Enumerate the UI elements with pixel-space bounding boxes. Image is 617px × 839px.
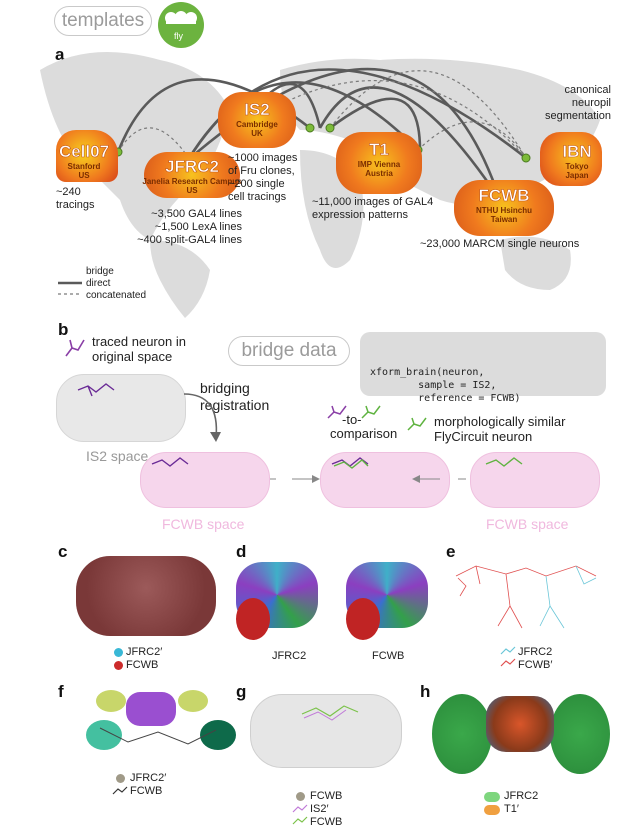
panel-e-letter: e (446, 542, 456, 561)
panel-f-legend: JFRC2′FCWB (130, 772, 167, 797)
fcwb-red-dot (114, 661, 123, 670)
templates-pill: templates (54, 6, 152, 36)
label-is2: IS2 Cambridge UK (236, 100, 278, 138)
brain-is2 (218, 92, 296, 148)
panel-h-right-lobe (550, 694, 610, 774)
panel-d-letter: d (236, 542, 247, 561)
comparison-label: comparison (330, 426, 398, 441)
brain-ibn (540, 132, 602, 186)
panel-d-lobe-2 (346, 598, 380, 640)
panel-f-top-right (178, 690, 208, 712)
panel-c-brain (76, 556, 216, 636)
panel-f-central (126, 692, 176, 726)
panel-d-label-jfrc2: JFRC2 (272, 650, 307, 662)
panel-d-label-fcwb: FCWB (372, 650, 405, 662)
code-box: xform_brain(neuron, sample = IS2, refere… (360, 332, 606, 404)
brain-cell07 (56, 130, 118, 182)
arrow-left (412, 475, 466, 483)
panel-f-neuron (99, 727, 217, 745)
jfrc2-cyan-dot (114, 648, 123, 657)
fcwb-brain-1 (140, 452, 270, 508)
brain-fcwb (454, 180, 554, 236)
panel-c-legend: JFRC2′FCWB (126, 646, 163, 671)
fcwb-neuron-green (485, 457, 523, 467)
to-label: -to- (342, 412, 362, 427)
panel-e-neurons (455, 565, 597, 629)
fcwb-space-label-1: FCWB space (162, 516, 245, 532)
bridge-legend: bridge direct concatenated (86, 266, 147, 301)
fcwb-brain-2 (320, 452, 450, 508)
panel-f-top-left (96, 690, 126, 712)
label-t1: T1 IMP Vienna Austria (357, 140, 401, 178)
concatenated-bridges (117, 70, 527, 161)
fly-logo: fly (158, 2, 204, 48)
panel-h-green-swatch (484, 792, 500, 802)
note-fcwb: ~23,000 MARCM single neurons (420, 238, 580, 250)
label-cell07: Cell07 Stanford US (58, 142, 110, 180)
fcwb-space-label-2: FCWB space (486, 516, 569, 532)
bridge-data-label: bridge data (241, 340, 337, 361)
panel-a-letter: a (55, 45, 65, 64)
panel-e-legend-icons (500, 646, 516, 667)
panel-g-neurons (301, 705, 359, 721)
panel-g-brain (250, 694, 402, 768)
templates-label: templates (61, 10, 145, 31)
to-neuron-purple-icon (327, 405, 347, 419)
panel-f-left-lobe (86, 720, 122, 750)
panel-c-letter: c (58, 542, 68, 561)
similar-neuron-icon (407, 417, 427, 431)
arrow-right (270, 475, 320, 483)
fly-icon (165, 11, 197, 24)
label-fcwb: FCWB NTHU Hsinchu Taiwan (476, 186, 532, 224)
bridge-data-pill: bridge data (228, 336, 350, 366)
panel-d-lobe-1 (236, 598, 270, 640)
panel-h-orange-swatch (484, 805, 500, 815)
bridging-arrow (183, 393, 221, 442)
label-jfrc2: JFRC2 Janelia Research Campus US (142, 157, 242, 195)
is2-neuron (77, 383, 115, 397)
brain-t1 (336, 132, 422, 194)
traced-neuron-icon (65, 339, 85, 357)
brain-jfrc2 (144, 152, 240, 198)
is2-space-label: IS2 space (86, 448, 149, 464)
label-ibn: IBN Tokyo Japan (562, 142, 592, 180)
panel-f-letter: f (58, 682, 64, 701)
panel-f-dot (116, 774, 125, 783)
fcwb-neuron-purple (151, 457, 189, 467)
is2-brain (56, 374, 186, 442)
note-jfrc2: ~3,500 GAL4 lines~1,500 LexA lines~400 s… (137, 208, 242, 246)
panel-h-left-lobe (432, 694, 492, 774)
panel-f-neuron-icon (112, 786, 128, 795)
panel-b-letter: b (58, 320, 69, 339)
panel-h-letter: h (420, 682, 431, 701)
to-neuron-green-icon (361, 405, 381, 419)
panel-g-neuron-icons (292, 804, 308, 825)
panel-g-letter: g (236, 682, 247, 701)
fcwb-neuron-overlay (331, 457, 369, 469)
fly-label: fly (174, 31, 183, 41)
panel-g-dot (296, 792, 305, 801)
panel-h-center (486, 696, 554, 752)
